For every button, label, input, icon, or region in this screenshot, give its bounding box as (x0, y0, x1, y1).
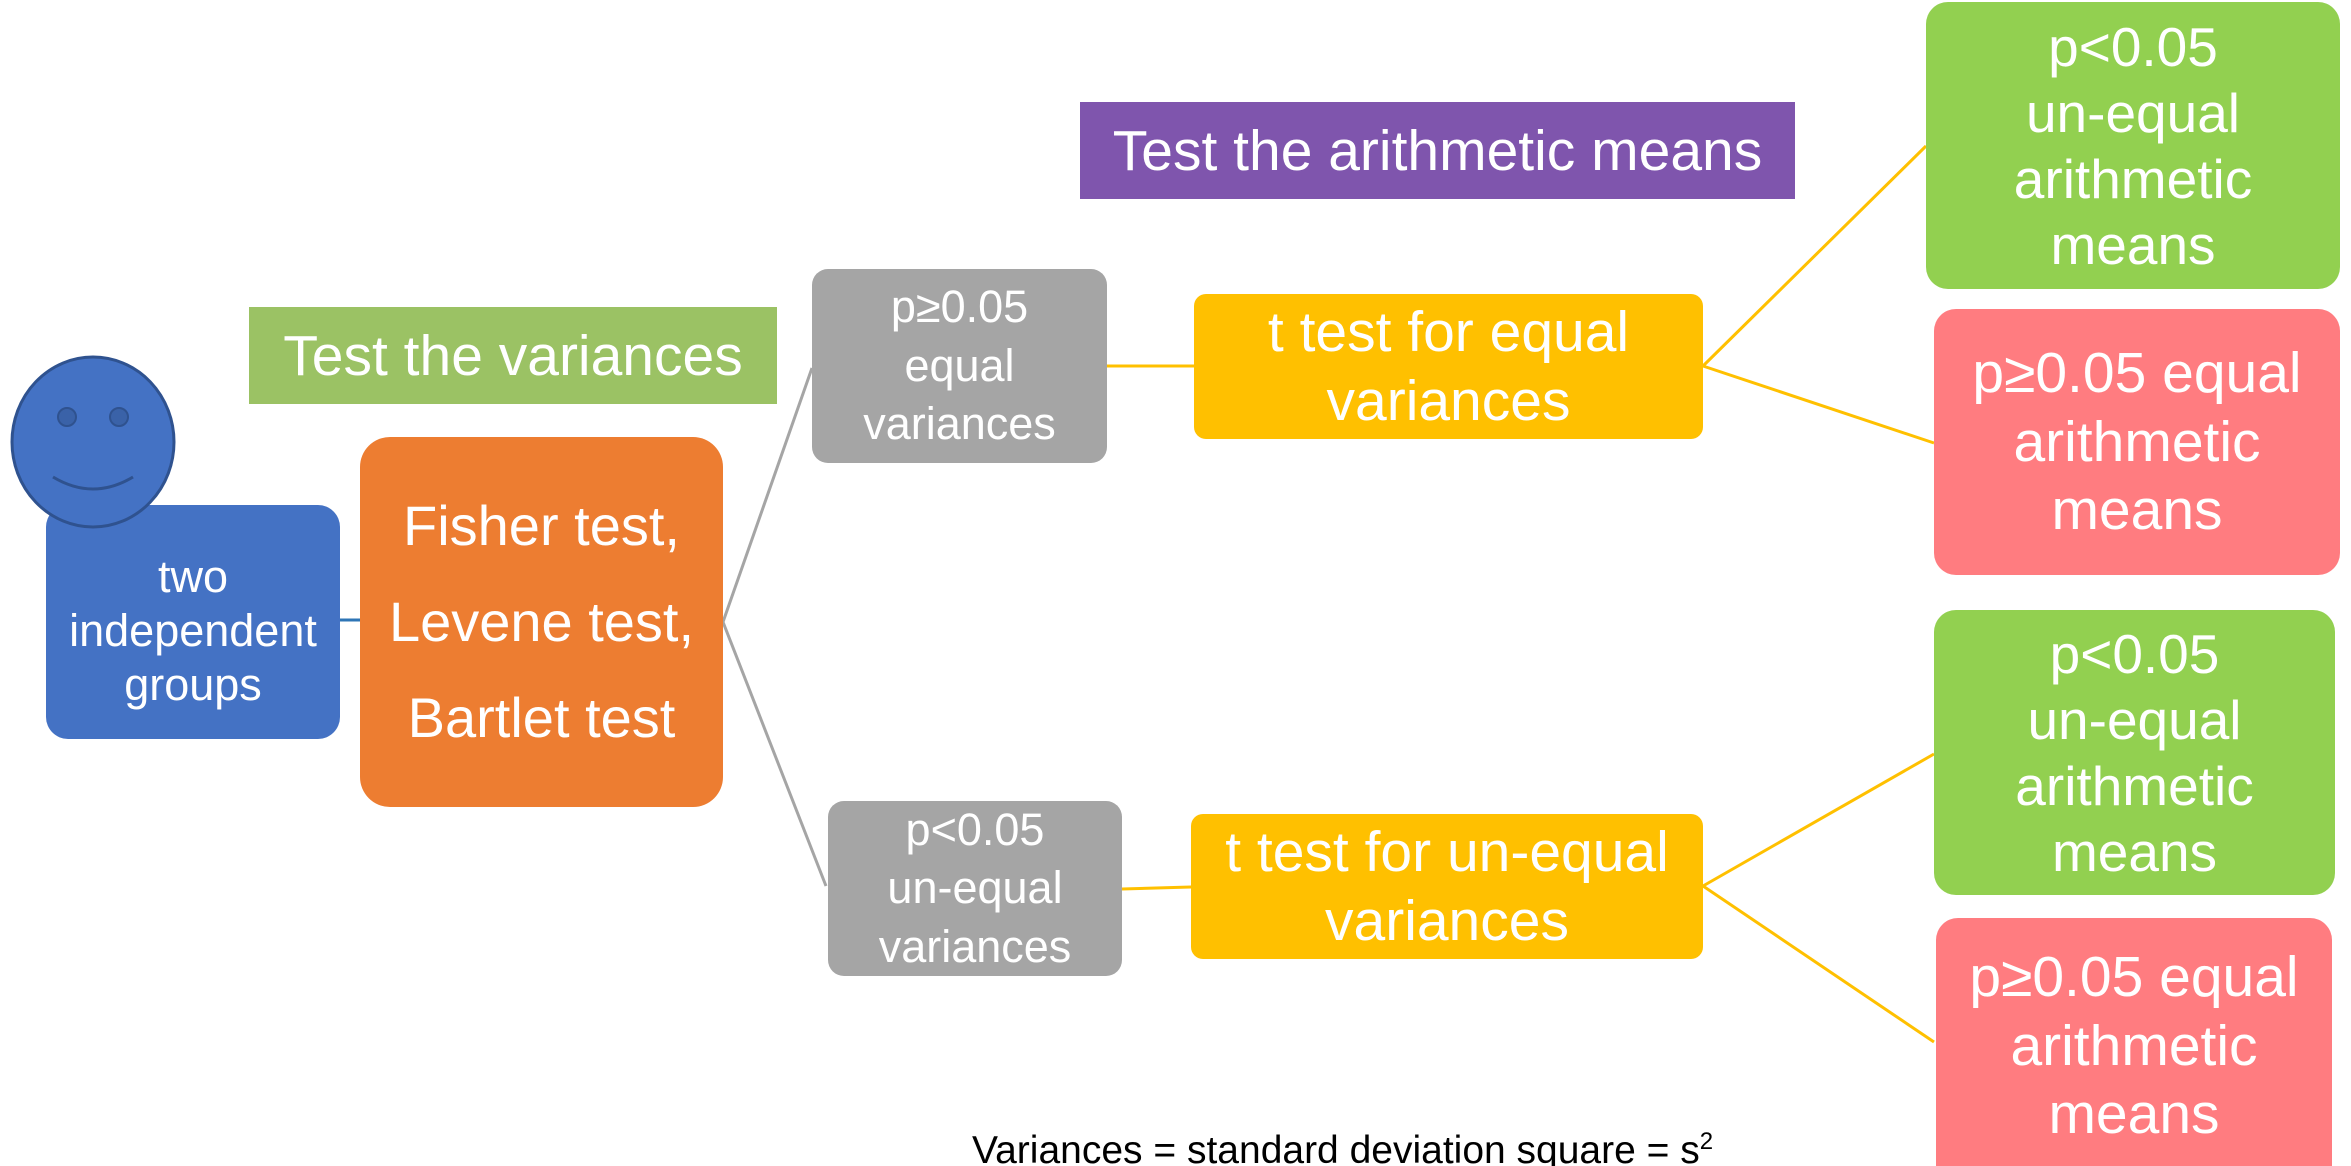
equal-variances-result-box: p≥0.05 equal variances (812, 269, 1107, 463)
outcome-equal-means-box-2: p≥0.05 equal arithmetic means (1936, 918, 2332, 1166)
footnote-superscript: 2 (1699, 1128, 1714, 1155)
connector-tests-equal (721, 367, 814, 623)
connector-ttest-uneq-out4 (1702, 884, 1935, 1044)
test-means-label: Test the arithmetic means (1080, 102, 1795, 199)
connector-ttest-eq-out1 (1701, 144, 1928, 368)
connector-ttest-eq-out2 (1702, 364, 1935, 445)
outcome-unequal-means-box-2: p<0.05 un-equal arithmetic means (1934, 610, 2335, 895)
t-test-unequal-variances-box: t test for un-equal variances (1191, 814, 1703, 959)
variance-tests-box: Fisher test, Levene test, Bartlet test (360, 437, 723, 807)
t-test-equal-variances-box: t test for equal variances (1194, 294, 1703, 439)
footnote-variance-definition: Variances = standard deviation square = … (972, 1128, 1713, 1166)
connector-tests-unequal (721, 621, 828, 887)
test-variances-label: Test the variances (249, 307, 777, 404)
footnote-text: Variances = standard deviation square = … (972, 1129, 1700, 1166)
two-independent-groups-box: two independent groups (46, 505, 340, 739)
unequal-variances-result-box: p<0.05 un-equal variances (828, 801, 1122, 976)
outcome-unequal-means-box-1: p<0.05 un-equal arithmetic means (1926, 2, 2340, 289)
connector-unequal-ttest (1121, 885, 1192, 891)
smiley-face-icon (10, 355, 176, 529)
outcome-equal-means-box-1: p≥0.05 equal arithmetic means (1934, 309, 2340, 575)
connector-ttest-uneq-out3 (1702, 752, 1935, 888)
